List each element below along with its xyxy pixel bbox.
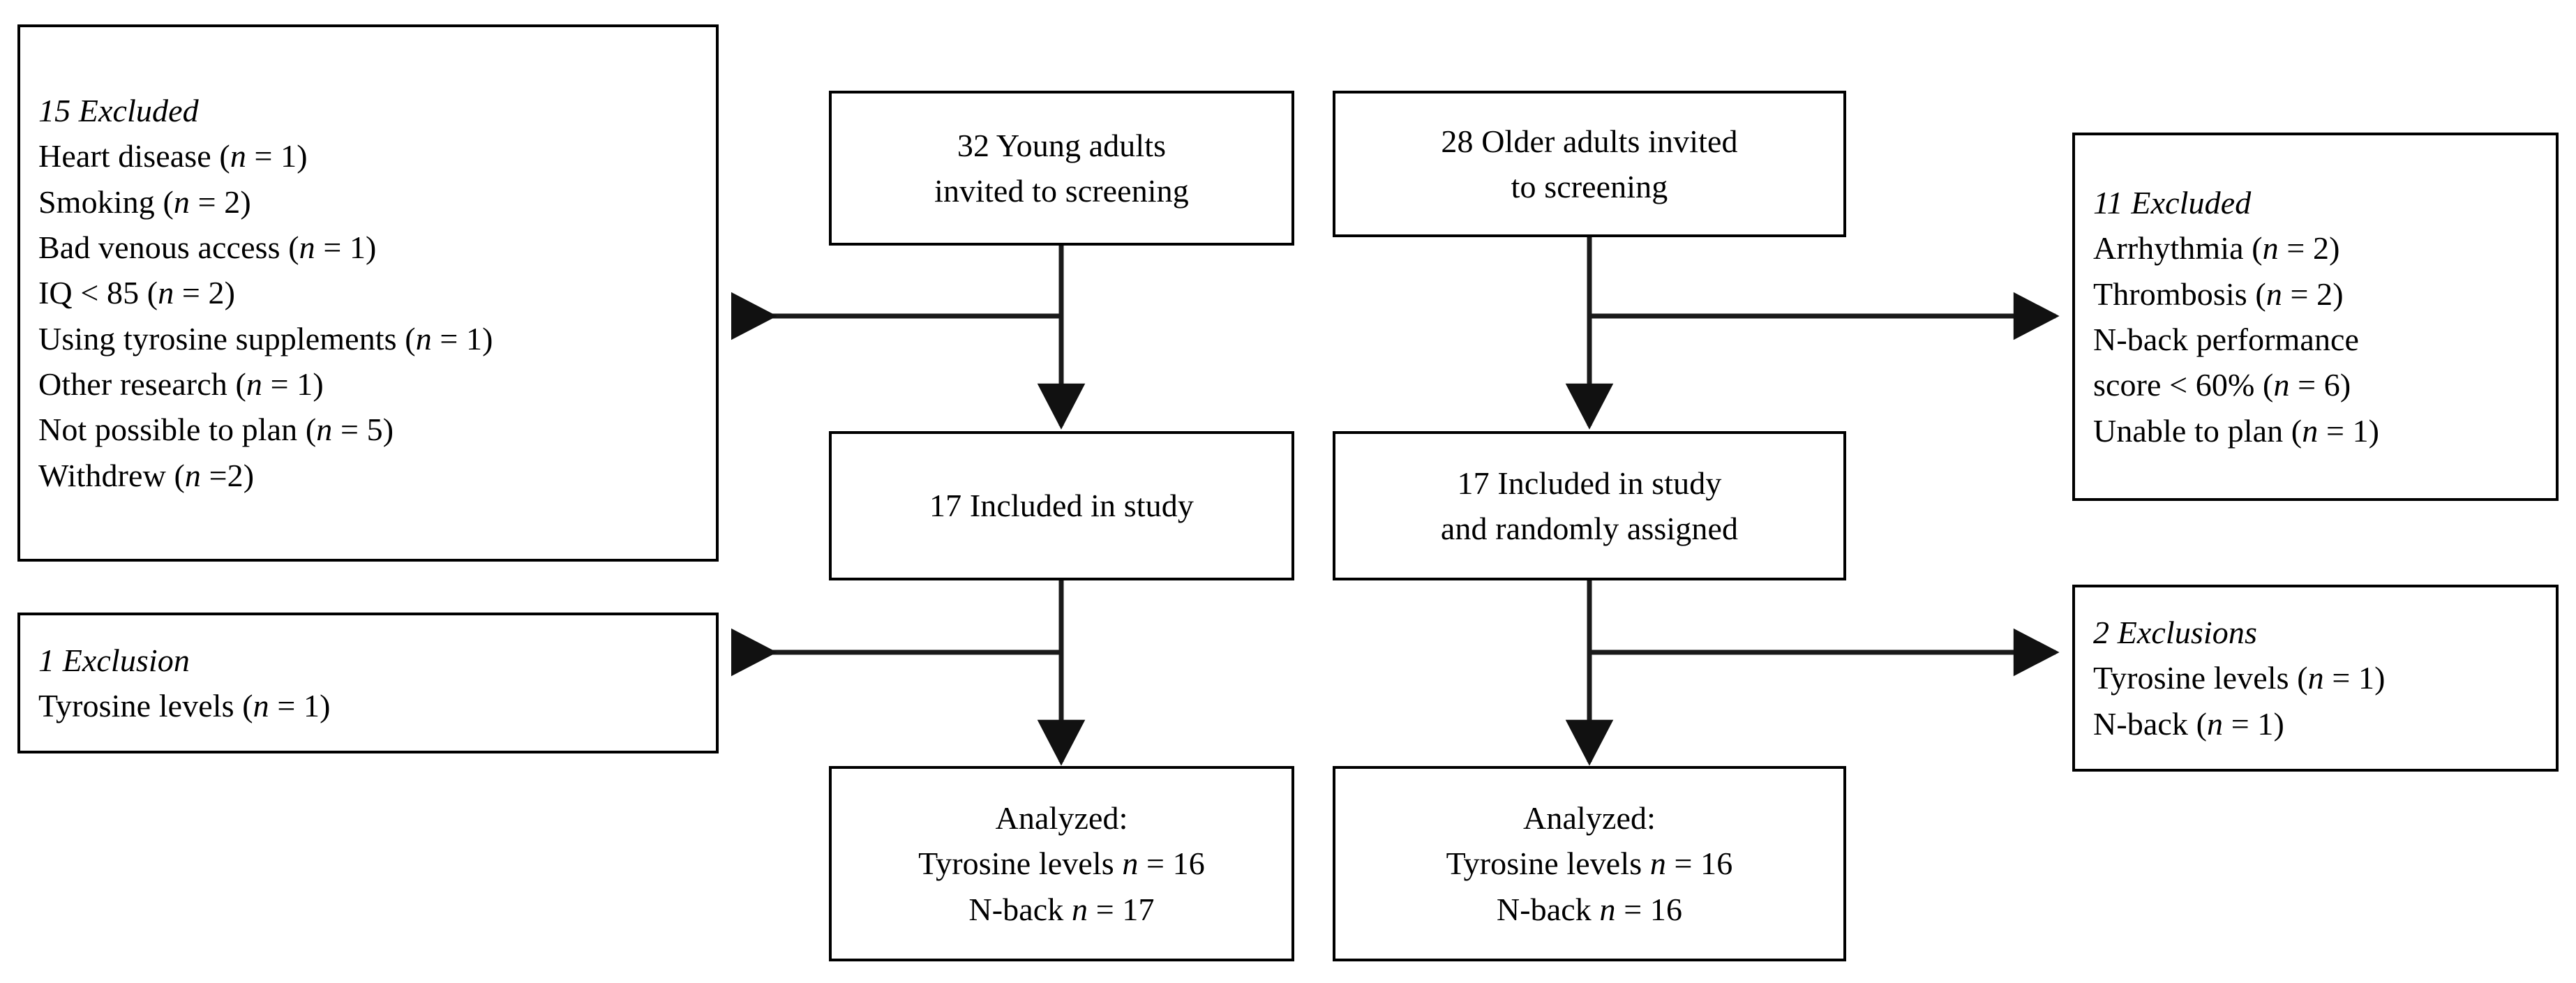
excluded-young-item-3: IQ < 85 (n = 2) [38,275,236,311]
excluded-young-item-4: Using tyrosine supplements (n = 1) [38,320,493,357]
box-screened-older: 28 Older adults invited to screening [1333,91,1846,237]
exclusion-older-heading: 2 Exclusions [2093,615,2257,651]
box-analyzed-older: Analyzed: Tyrosine levels n = 16 N-back … [1333,766,1846,961]
excluded-young-item-6: Not possible to plan (n = 5) [38,412,394,448]
box-included-young: 17 Included in study [829,431,1294,580]
exclusion-young-heading: 1 Exclusion [38,642,190,678]
screened-older-line-0: 28 Older adults invited [1441,123,1738,159]
box-analyzed-young: Analyzed: Tyrosine levels n = 16 N-back … [829,766,1294,961]
analyzed-young-line-1: Tyrosine levels n = 16 [918,846,1205,882]
box-exclusion-older: 2 Exclusions Tyrosine levels (n = 1) N-b… [2072,585,2559,772]
excluded-older-item-2: N-back performance [2093,322,2360,357]
analyzed-young-line-2: N-back n = 17 [968,891,1155,927]
exclusion-older-item-1: N-back (n = 1) [2093,705,2284,742]
excluded-young-item-0: Heart disease (n = 1) [38,138,308,174]
screened-young-line-1: invited to screening [934,173,1189,209]
excluded-young-heading: 15 Excluded [38,93,199,129]
included-older-line-0: 17 Included in study [1457,465,1722,501]
excluded-older-item-3: score < 60% (n = 6) [2093,367,2351,403]
box-exclusion-young: 1 Exclusion Tyrosine levels (n = 1) [17,613,719,753]
exclusion-older-item-0: Tyrosine levels (n = 1) [2093,660,2386,696]
included-older-line-1: and randomly assigned [1440,511,1739,546]
excluded-young-item-5: Other research (n = 1) [38,366,324,402]
excluded-young-item-2: Bad venous access (n = 1) [38,230,377,266]
exclusion-young-item-0: Tyrosine levels (n = 1) [38,688,331,723]
included-young-line-0: 17 Included in study [929,488,1194,524]
analyzed-young-line-0: Analyzed: [995,800,1128,836]
excluded-older-item-1: Thrombosis (n = 2) [2093,276,2344,312]
box-screened-young: 32 Young adults invited to screening [829,91,1294,246]
analyzed-older-line-0: Analyzed: [1523,800,1656,836]
analyzed-older-line-2: N-back n = 16 [1496,891,1683,927]
screened-older-line-1: to screening [1511,169,1668,204]
box-included-older: 17 Included in study and randomly assign… [1333,431,1846,580]
box-excluded-older: 11 Excluded Arrhythmia (n = 2) Thrombosi… [2072,133,2559,501]
excluded-older-heading: 11 Excluded [2093,185,2252,221]
excluded-older-item-4: Unable to plan (n = 1) [2093,412,2380,449]
excluded-young-item-7: Withdrew (n =2) [38,457,255,493]
analyzed-older-line-1: Tyrosine levels n = 16 [1446,846,1733,882]
screened-young-line-0: 32 Young adults [957,127,1167,163]
excluded-older-item-0: Arrhythmia (n = 2) [2093,230,2340,267]
box-excluded-young: 15 Excluded Heart disease (n = 1) Smokin… [17,24,719,562]
excluded-young-item-1: Smoking (n = 2) [38,183,251,220]
